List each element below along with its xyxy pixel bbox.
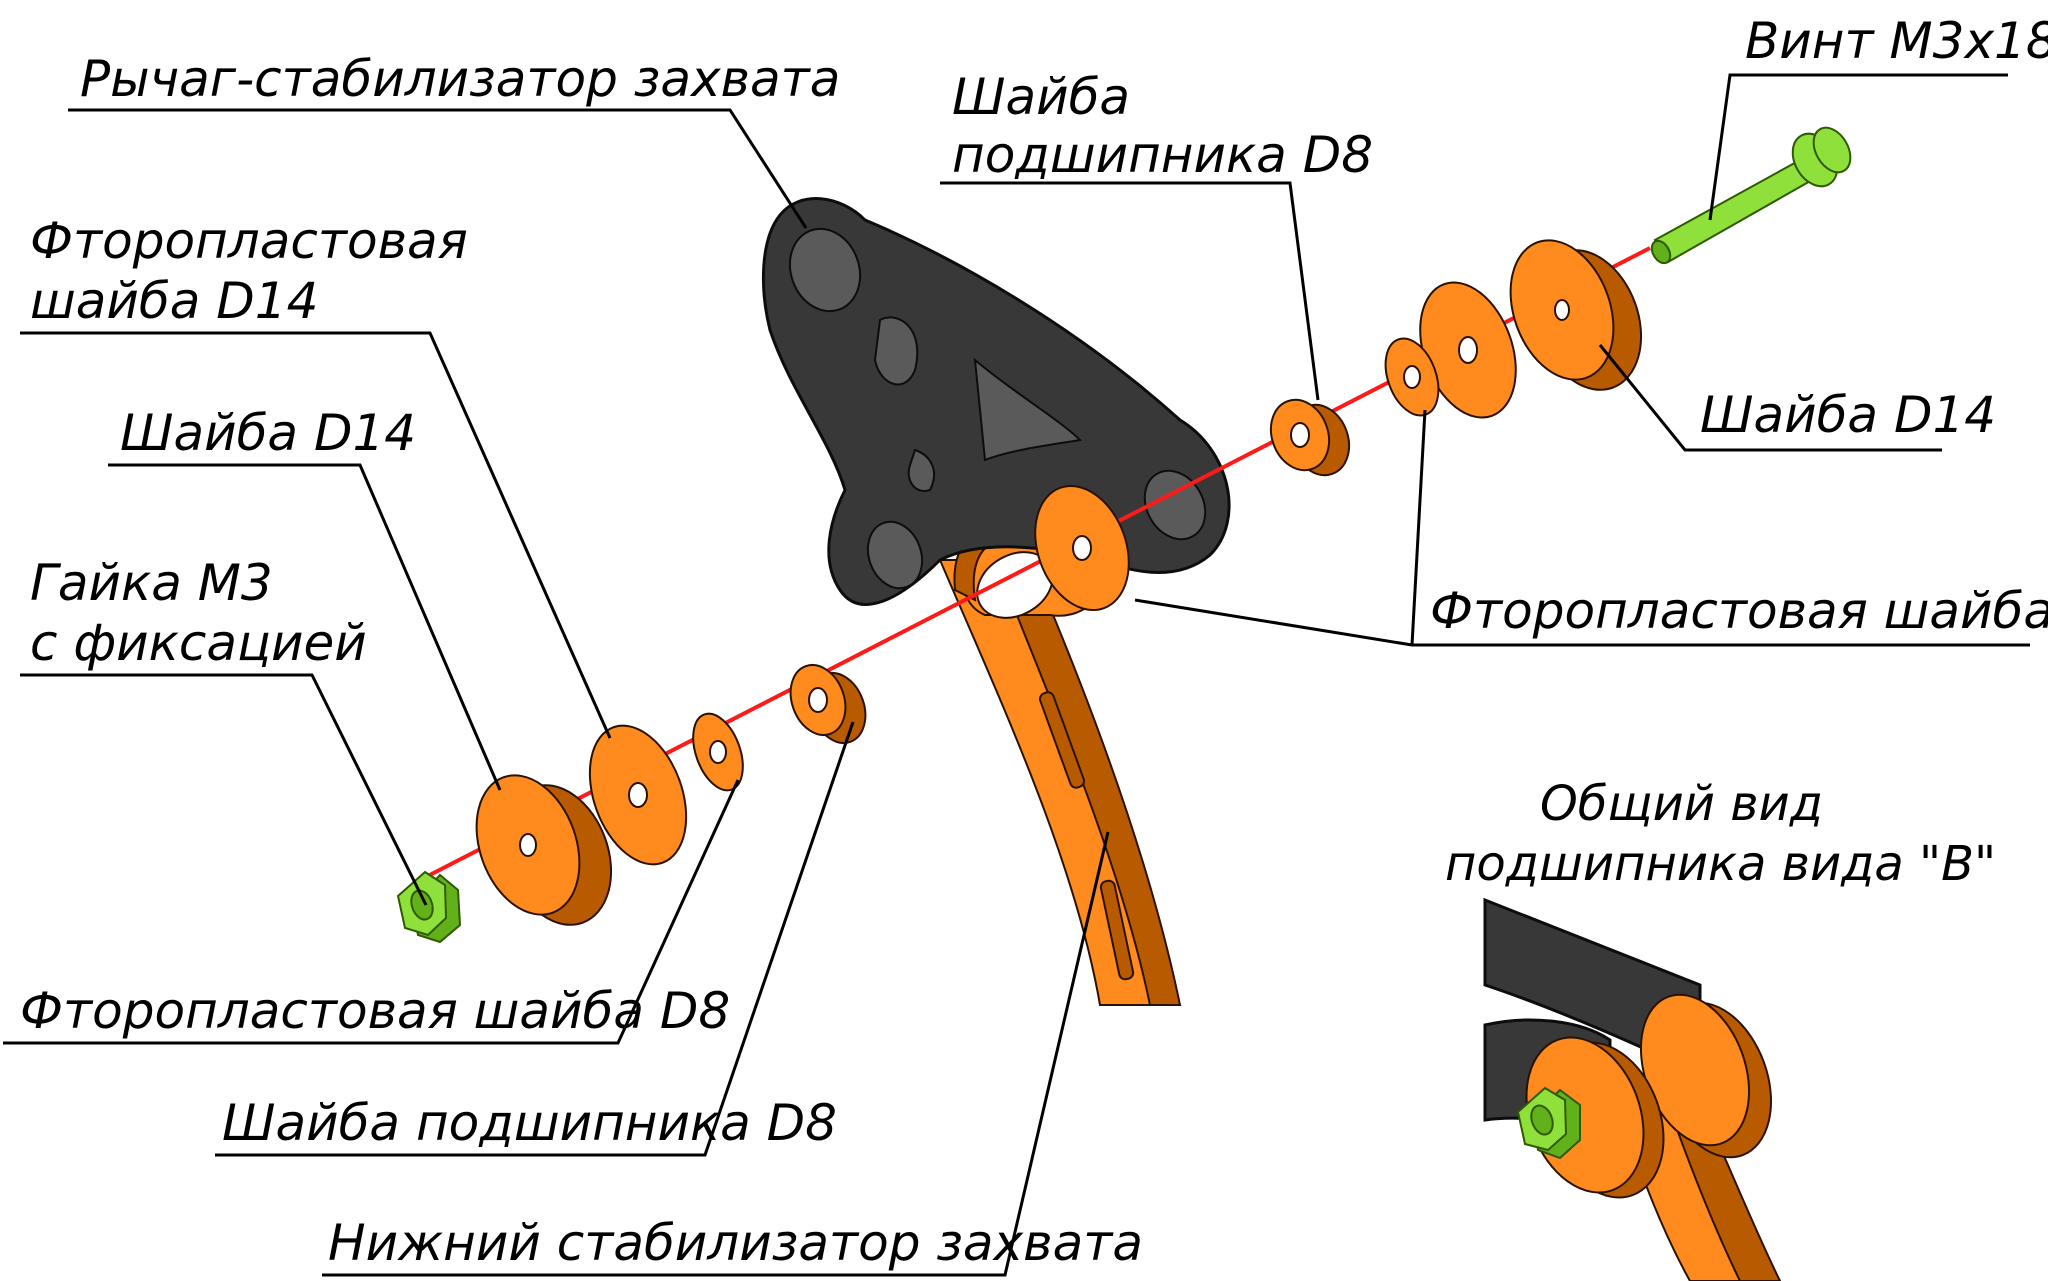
label-ptfe-washer-d14-left-line1: Фторопластовая [30,212,468,270]
label-washer-d14-right: Шайба D14 [1700,386,1996,444]
washer-d14-left-part [475,774,613,926]
label-bearing-washer-bottom: Шайба подшипника D8 [222,1094,837,1152]
label-lower-stabilizer: Нижний стабилизатор захвата [328,1214,1143,1272]
lever-stabilizer-part [761,197,1231,606]
label-general-view-line1: Общий вид [1540,776,1823,832]
label-ptfe-washer-d8: Фторопластовая шайба D8 [20,982,730,1040]
label-washer-d14-left: Шайба D14 [120,404,416,462]
ptfe-washer-d14-left-part [588,724,688,866]
label-screw: Винт М3х18 [1745,12,2048,70]
ptfe-washer-d14-right-part [1419,281,1517,419]
ptfe-washer-d14-center-part [1034,485,1130,611]
label-bearing-washer-top-line2: подшипника D8 [952,126,1373,184]
bearing-washer-d8-top-part [1384,337,1440,417]
bearing-washer-d8-mid-part [1269,398,1351,477]
label-general-view-line2: подшипника вида "В" [1445,836,1996,892]
label-nut-line2: с фиксацией [30,614,367,672]
nut-part [396,870,462,944]
label-nut-line1: Гайка М3 [30,554,273,612]
ptfe-washer-d8-part [692,712,744,792]
general-view-inset [1483,897,1782,1281]
screw-part [1650,126,1852,265]
washer-d14-right-part [1509,239,1643,391]
label-ptfe-washer-d14-right: Фторопластовая шайба D14 [1430,582,2048,640]
label-lever: Рычаг-стабилизатор захвата [80,50,840,108]
label-bearing-washer-top-line1: Шайба [952,68,1130,126]
leader-lines [3,73,2030,1277]
labels: Рычаг-стабилизатор захвата Шайба подшипн… [20,12,2048,1272]
bearing-washer-d8-bottom-part [789,664,867,744]
label-ptfe-washer-d14-left-line2: шайба D14 [30,272,318,330]
